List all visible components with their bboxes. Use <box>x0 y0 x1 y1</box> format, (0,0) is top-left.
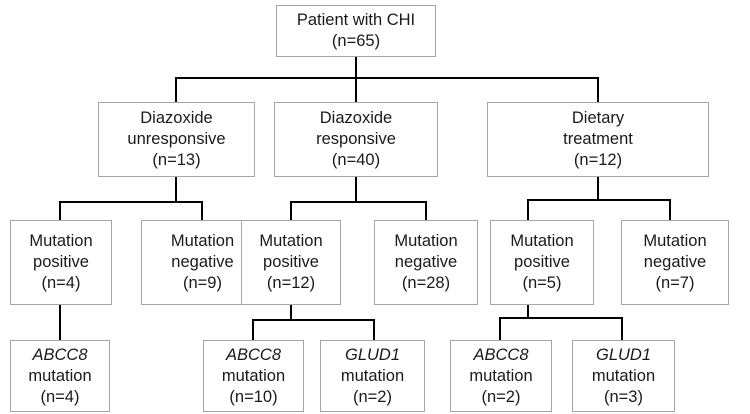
diet-positive-label-2: positive <box>514 253 570 271</box>
unresponsive-label-1: Diazoxide <box>140 109 213 127</box>
dietary-positive-node: Mutation positive (n=5) <box>490 220 594 305</box>
resp-negative-label-1: Mutation <box>394 232 458 250</box>
resp-negative-count: (n=28) <box>401 274 451 292</box>
root-node: Patient with CHI (n=65) <box>276 5 436 57</box>
responsive-label-1: Diazoxide <box>319 109 393 127</box>
dietary-abcc8-node: ABCC8 mutation (n=2) <box>450 340 552 412</box>
resp-negative-label-2: negative <box>394 253 458 271</box>
diet-glud1-gene: GLUD1 <box>595 345 652 364</box>
diet-abcc8-gene: ABCC8 <box>473 345 529 364</box>
diet-negative-label-2: negative <box>643 253 707 271</box>
unresp-abcc8-count: (n=4) <box>40 387 80 406</box>
diet-negative-label-1: Mutation <box>643 232 707 250</box>
diet-glud1-count: (n=3) <box>604 387 643 406</box>
resp-glud1-count: (n=2) <box>353 387 392 406</box>
responsive-count: (n=40) <box>331 151 381 169</box>
unresp-positive-count: (n=4) <box>41 274 81 292</box>
unresp-negative-label-1: Mutation <box>170 232 235 250</box>
responsive-label-2: responsive <box>316 130 396 148</box>
responsive-abcc8-node: ABCC8 mutation (n=10) <box>203 340 304 412</box>
responsive-glud1-node: GLUD1 mutation (n=2) <box>320 340 425 412</box>
resp-glud1-label: mutation <box>340 366 405 385</box>
resp-abcc8-gene: ABCC8 <box>225 345 282 364</box>
resp-glud1-gene: GLUD1 <box>344 345 401 364</box>
diet-positive-label-1: Mutation <box>510 232 574 250</box>
responsive-negative-node: Mutation negative (n=28) <box>374 220 478 305</box>
unresponsive-count: (n=13) <box>152 151 201 169</box>
resp-abcc8-count: (n=10) <box>229 387 278 406</box>
dietary-count: (n=12) <box>573 151 623 169</box>
diet-positive-count: (n=5) <box>522 274 562 292</box>
diet-glud1-label: mutation <box>591 366 656 385</box>
resp-positive-label-2: positive <box>263 253 319 271</box>
unresponsive-label-2: unresponsive <box>127 130 226 148</box>
dietary-glud1-node: GLUD1 mutation (n=3) <box>572 340 675 412</box>
responsive-positive-node: Mutation positive (n=12) <box>241 220 341 305</box>
unresponsive-positive-node: Mutation positive (n=4) <box>10 220 112 305</box>
unresp-negative-label-2: negative <box>171 253 234 271</box>
unresponsive-abcc8-node: ABCC8 mutation (n=4) <box>10 340 110 412</box>
unresponsive-node: Diazoxide unresponsive (n=13) <box>98 102 255 177</box>
unresp-abcc8-label: mutation <box>28 366 92 385</box>
unresp-abcc8-gene: ABCC8 <box>32 345 88 364</box>
dietary-negative-node: Mutation negative (n=7) <box>621 220 729 305</box>
responsive-node: Diazoxide responsive (n=40) <box>274 102 438 177</box>
dietary-label-2: treatment <box>563 130 633 148</box>
unresp-negative-count: (n=9) <box>183 274 222 292</box>
resp-positive-label-1: Mutation <box>259 232 323 250</box>
dietary-node: Dietary treatment (n=12) <box>487 102 709 177</box>
diet-negative-count: (n=7) <box>655 274 695 292</box>
resp-positive-count: (n=12) <box>266 274 316 292</box>
unresp-positive-label-1: Mutation <box>29 232 93 250</box>
root-count: (n=65) <box>331 32 381 50</box>
resp-abcc8-label: mutation <box>221 366 286 385</box>
dietary-label-1: Dietary <box>571 109 625 127</box>
root-label: Patient with CHI <box>296 11 416 29</box>
unresp-positive-label-2: positive <box>33 253 89 271</box>
diet-abcc8-count: (n=2) <box>481 387 521 406</box>
diet-abcc8-label: mutation <box>469 366 533 385</box>
